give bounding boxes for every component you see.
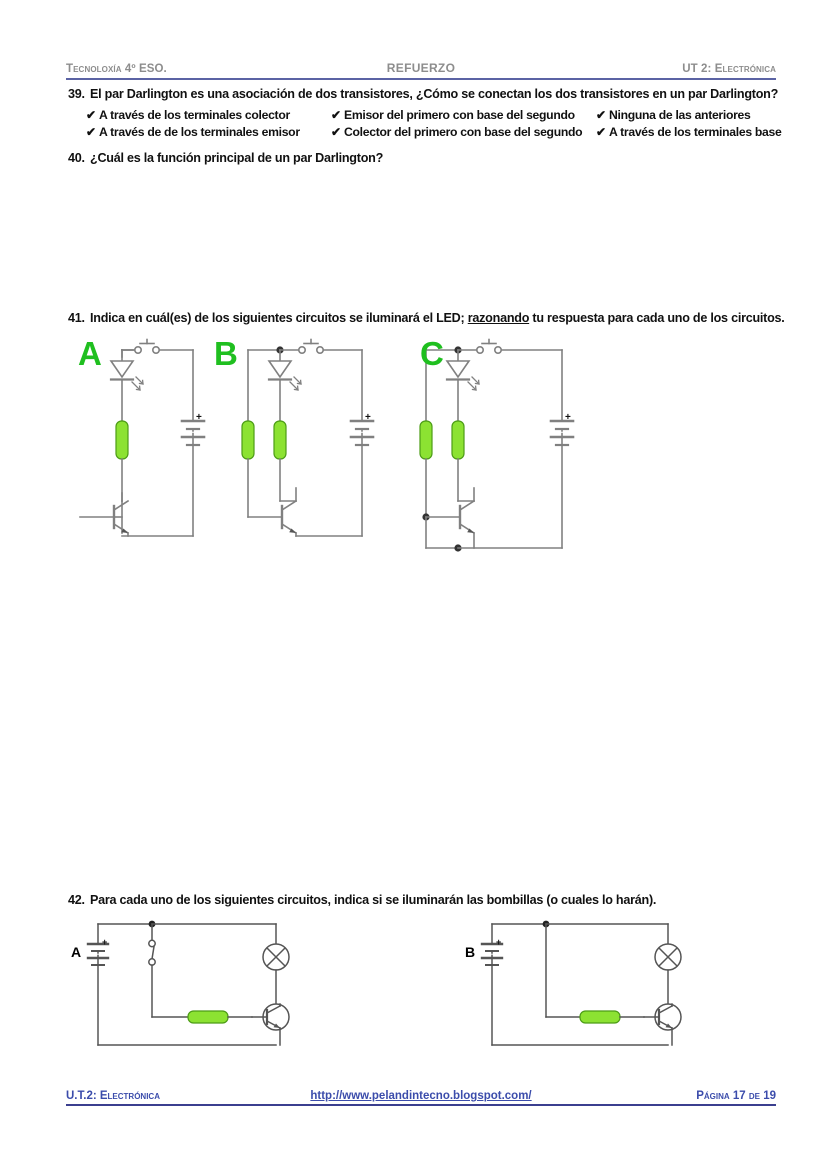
footer-page-number: 17 — [732, 1090, 746, 1102]
check-icon: ✔ — [86, 108, 96, 122]
question-39: 39. El par Darlington es una asociación d… — [68, 87, 778, 101]
option-label: Emisor del primero con base del segundo — [344, 108, 575, 122]
option-label: A través de los terminales colector — [99, 108, 290, 122]
question-40-text: ¿Cuál es la función principal de un par … — [90, 151, 384, 165]
circuits-41-svg: + + + — [79, 338, 575, 552]
circuits-42-svg: + + — [86, 920, 682, 1046]
check-icon: ✔ — [331, 108, 341, 122]
header-unit: UT 2: Electrónica — [682, 63, 776, 75]
option-label: Colector del primero con base del segund… — [344, 125, 583, 139]
footer-unit: U.T.2: Electrónica — [66, 1090, 160, 1102]
option-b2[interactable]: ✔Colector del primero con base del segun… — [331, 125, 596, 139]
option-label: A través de los terminales base — [609, 125, 782, 139]
footer-blog-link[interactable]: http://www.pelandintecno.blogspot.com/ — [310, 1090, 532, 1102]
footer-page-prefix: Página — [696, 1090, 730, 1102]
footer-page-de: de — [748, 1090, 760, 1102]
option-c2[interactable]: ✔A través de los terminales base — [596, 125, 786, 139]
check-icon: ✔ — [596, 125, 606, 139]
battery42-plus-a: + — [102, 937, 107, 947]
question-40: 40. ¿Cuál es la función principal de un p… — [68, 151, 383, 165]
question-39-options: ✔A través de los terminales colector ✔Em… — [86, 108, 786, 139]
question-41-number: 41. — [68, 311, 85, 325]
circuit42-label-a: A — [71, 944, 82, 960]
question-41-text-underlined: razonando — [467, 311, 530, 325]
footer-page-indicator: Página 17 de 19 — [696, 1090, 776, 1102]
question-41-text-before: Indica en cuál(es) de los siguientes cir… — [90, 311, 468, 325]
option-c1[interactable]: ✔Ninguna de las anteriores — [596, 108, 786, 122]
question-41: 41. Indica en cuál(es) de los siguientes … — [68, 311, 785, 325]
question-40-number: 40. — [68, 151, 85, 165]
battery-plus-c: + — [565, 412, 571, 423]
question-39-text: El par Darlington es una asociación de d… — [90, 87, 779, 101]
question-39-number: 39. — [68, 87, 85, 101]
battery-plus-b: + — [365, 412, 371, 423]
check-icon: ✔ — [86, 125, 96, 139]
circuit-label-c: C — [420, 335, 444, 372]
option-label: A través de de los terminales emisor — [99, 125, 300, 139]
footer-page-total: 19 — [763, 1090, 776, 1102]
option-a1[interactable]: ✔A través de los terminales colector — [86, 108, 331, 122]
battery-plus-a: + — [196, 412, 202, 423]
question-41-text-after: tu respuesta para cada uno de los circui… — [529, 311, 785, 325]
option-label: Ninguna de las anteriores — [609, 108, 751, 122]
question-42-text: Para cada uno de los siguientes circuito… — [90, 893, 657, 907]
page-header: Tecnoloxía 4º ESO. REFUERZO UT 2: Electr… — [66, 58, 776, 80]
question-42-number: 42. — [68, 893, 85, 907]
battery42-plus-b: + — [496, 937, 501, 947]
page-footer: U.T.2: Electrónica http://www.pelandinte… — [66, 1086, 776, 1106]
question-42-circuit-diagrams: A B — [66, 912, 706, 1057]
question-42: 42. Para cada uno de los siguientes circu… — [68, 893, 656, 907]
header-title: REFUERZO — [386, 61, 456, 75]
option-a2[interactable]: ✔A través de de los terminales emisor — [86, 125, 331, 139]
circuit-label-a: A — [78, 335, 102, 372]
check-icon: ✔ — [331, 125, 341, 139]
check-icon: ✔ — [596, 108, 606, 122]
header-subject: Tecnoloxía 4º ESO. — [66, 63, 167, 75]
option-b1[interactable]: ✔Emisor del primero con base del segundo — [331, 108, 596, 122]
question-41-circuit-diagrams: A B C — [70, 333, 610, 568]
circuit42-label-b: B — [465, 944, 476, 960]
circuit-label-b: B — [214, 335, 238, 372]
